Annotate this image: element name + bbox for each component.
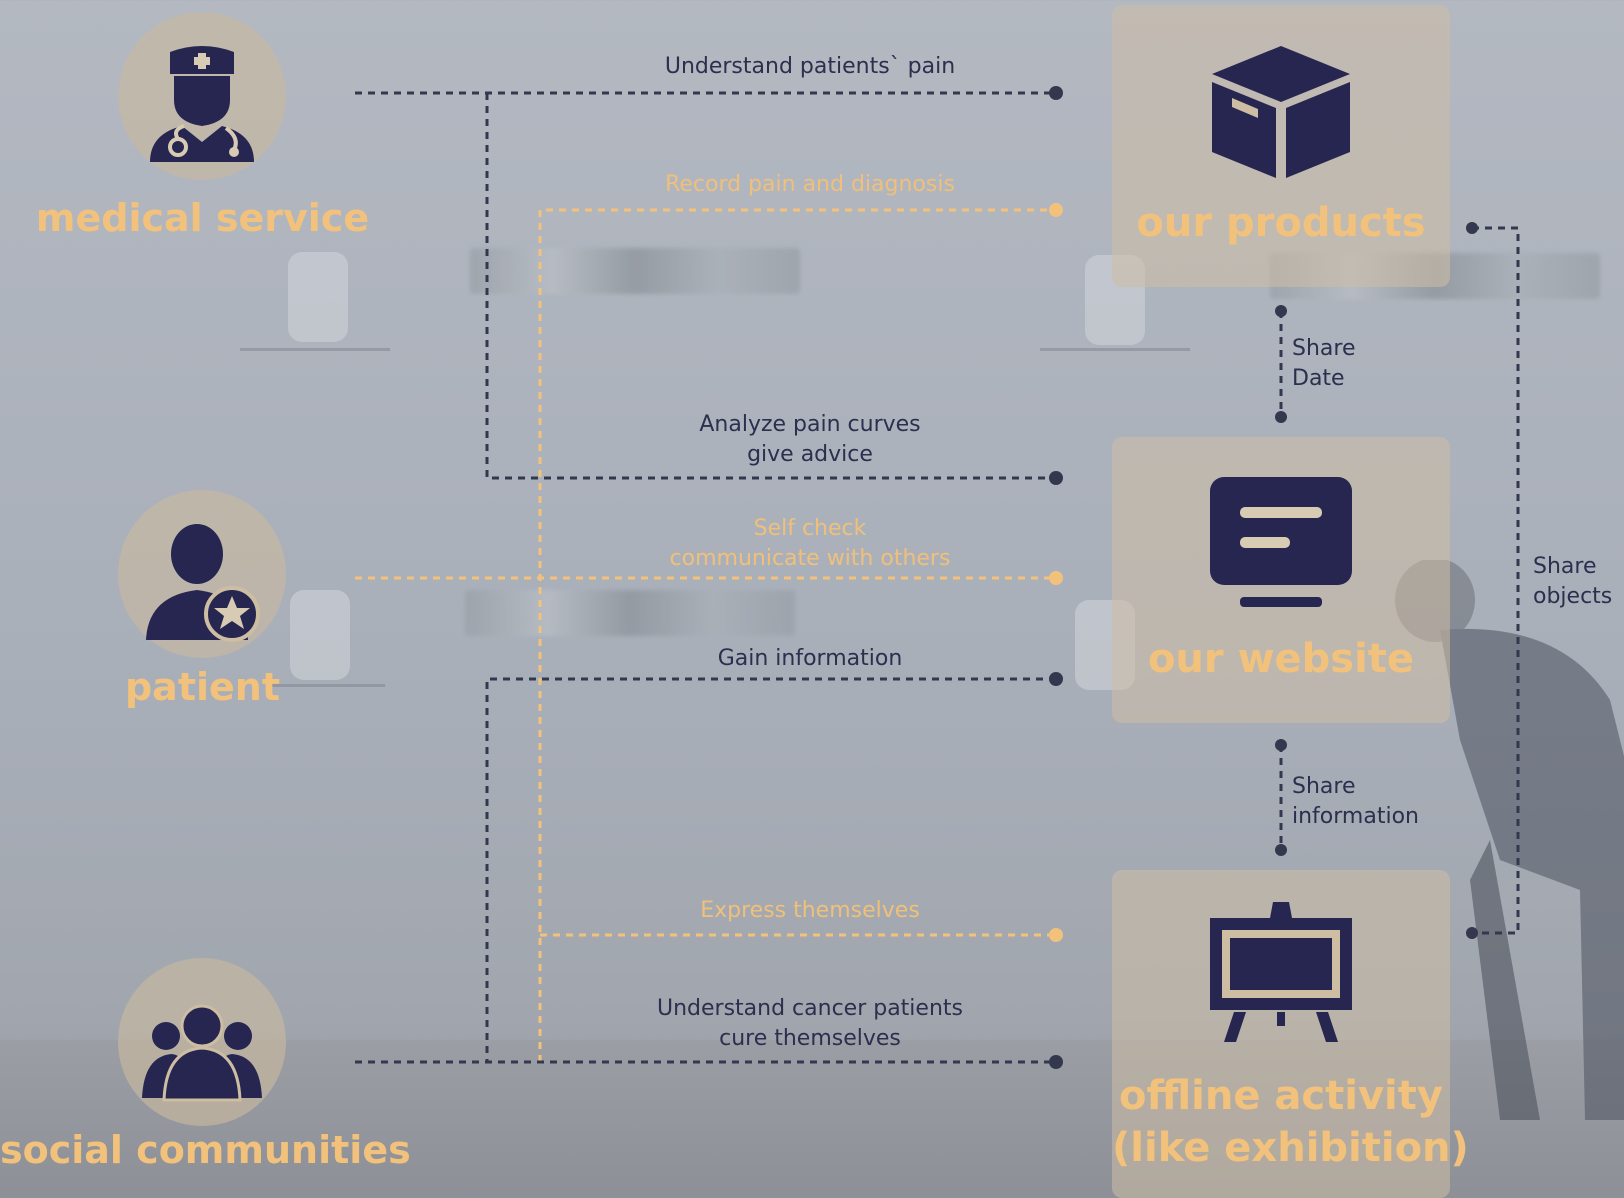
blurred-shelf-image xyxy=(465,590,795,636)
share-date-line2: Date xyxy=(1292,366,1345,391)
endpoint-dot xyxy=(1049,203,1063,217)
blurred-shelf-image xyxy=(470,248,800,294)
label-understand-pain: Understand patients` pain xyxy=(664,54,956,79)
endpoint-dot xyxy=(1049,1055,1063,1069)
endpoint-dot xyxy=(1049,672,1063,686)
endpoint-dot xyxy=(1049,928,1063,942)
monitor-icon xyxy=(1210,477,1352,607)
endpoint-dot xyxy=(1049,86,1063,100)
social-communities-label: social communities xyxy=(0,1128,411,1172)
endpoint-dot xyxy=(1275,305,1287,317)
analyze-line1: Analyze pain curves xyxy=(699,412,921,437)
blurred-camera xyxy=(288,252,348,342)
share-objects-line1: Share xyxy=(1533,554,1597,579)
our-products-label: our products xyxy=(1136,200,1426,246)
understand-cancer-line1: Understand cancer patients xyxy=(656,996,963,1021)
label-record-pain: Record pain and diagnosis xyxy=(665,172,955,197)
box-icon xyxy=(1212,46,1350,178)
share-objects-line2: objects xyxy=(1533,584,1613,609)
self-check-line1: Self check xyxy=(753,516,867,541)
analyze-line2: give advice xyxy=(747,442,873,467)
label-self-check: Self check communicate with others xyxy=(560,514,1060,574)
share-info-line1: Share xyxy=(1292,774,1356,799)
share-info-line2: information xyxy=(1292,804,1419,829)
patient-star-icon xyxy=(146,524,260,642)
group-icon xyxy=(142,1004,262,1102)
line-record-pain xyxy=(538,208,1056,1062)
line-share-objects xyxy=(1472,226,1520,935)
shelf xyxy=(270,684,385,687)
endpoint-dot xyxy=(1275,739,1287,751)
label-express: Express themselves xyxy=(700,898,920,923)
line-gain-info xyxy=(485,677,1056,1062)
patient-label: patient xyxy=(124,665,281,709)
doctor-icon xyxy=(150,46,254,162)
offline-activity-line2: (like exhibition) xyxy=(1112,1125,1469,1171)
self-check-line2: communicate with others xyxy=(669,546,951,571)
endpoint-dot xyxy=(1275,844,1287,856)
label-gain-info: Gain information xyxy=(717,646,903,671)
endpoint-dot xyxy=(1275,411,1287,423)
share-date-line1: Share xyxy=(1292,336,1356,361)
label-analyze-pain: Analyze pain curves give advice xyxy=(560,410,1060,470)
blurred-camera xyxy=(290,590,350,680)
shelf xyxy=(240,348,390,351)
offline-activity-label: offline activity (like exhibition) xyxy=(1112,1070,1469,1174)
label-share-date: Share Date xyxy=(1292,334,1356,394)
understand-cancer-line2: cure themselves xyxy=(719,1026,901,1051)
shelf xyxy=(1040,348,1190,351)
endpoint-dot xyxy=(1049,571,1063,585)
endpoint-dot xyxy=(1466,222,1478,234)
easel-icon xyxy=(1210,902,1352,1042)
endpoint-dot xyxy=(1466,927,1478,939)
offline-activity-line1: offline activity xyxy=(1119,1073,1443,1119)
our-website-label: our website xyxy=(1147,636,1415,682)
label-share-information: Share information xyxy=(1292,772,1419,832)
medical-service-label: medical service xyxy=(35,196,370,240)
endpoint-dot xyxy=(1049,471,1063,485)
label-share-objects: Share objects xyxy=(1533,552,1612,612)
label-understand-cancer: Understand cancer patients cure themselv… xyxy=(560,994,1060,1054)
